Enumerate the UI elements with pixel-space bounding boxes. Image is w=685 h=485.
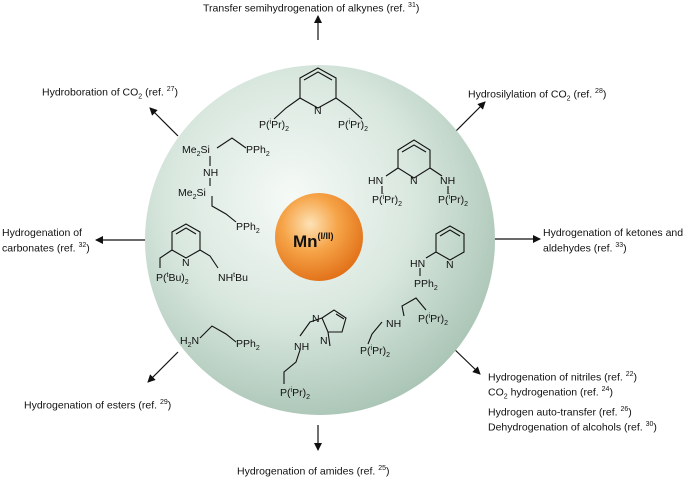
pyr-right-pph2: PPh2 [414, 278, 438, 292]
imid-nh: NH [294, 341, 309, 353]
label-auto-transfer: Hydrogen auto-transfer (ref. 26) [488, 406, 632, 419]
amine-pph2: PPh2 [236, 338, 260, 352]
ligand-pnp-pyridine-top [273, 67, 363, 120]
ligand-aminophosphine [199, 325, 237, 343]
label-upper-right: Hydrosilylation of CO2 (ref. 28) [468, 88, 607, 103]
label-top: Transfer semihydrogenation of alkynes (r… [203, 2, 420, 15]
label-co2-hydrogenation: CO2 hydrogenation (ref. 24) [488, 386, 613, 401]
silyl-pph2-bottom: PPh2 [236, 221, 260, 235]
ligand-pyridine-right [419, 225, 465, 276]
ligand-pnp-top-n: N [314, 105, 322, 117]
ligand-pnp-top-p-right: P(iPr)2 [338, 119, 368, 133]
silyl-me2si-bottom: Me2Si [178, 187, 206, 201]
label-bottom: Hydrogenation of amides (ref. 25) [237, 465, 390, 478]
silyl-nh: NH [203, 167, 218, 179]
label-nitriles: Hydrogenation of nitriles (ref. 22) [488, 371, 638, 384]
pnnp-p-left: P(iPr)2 [372, 194, 402, 208]
imid-p: P(iPr)2 [280, 387, 310, 401]
manganese-core [275, 193, 363, 281]
imid-n-bottom: N [320, 335, 328, 347]
pyr-left-n: N [182, 257, 190, 269]
arrow-upper-left [149, 107, 179, 137]
ligand-silyl-amide [209, 137, 247, 223]
ligand-pnp-aliphatic [367, 297, 427, 345]
ligand-imidazole [283, 309, 347, 384]
ligand-pnp-top-p-left: P(iPr)2 [259, 119, 289, 133]
silyl-me2si-top: Me2Si [182, 144, 210, 158]
pnp-ch-nh: NH [386, 318, 401, 330]
pyr-right-n: N [446, 259, 454, 271]
arrow-upper-right [454, 101, 486, 133]
pnnp-p-right: P(iPr)2 [438, 194, 468, 208]
ligand-pnnp-pyridine [381, 139, 449, 194]
metal-label: Mn(I/II) [293, 231, 334, 251]
pyr-right-hn: HN [410, 258, 425, 270]
label-left: Hydrogenation of carbonates (ref. 32) [2, 227, 90, 254]
pnnp-hn: HN [368, 175, 383, 187]
pnp-ch-p-right: P(iPr)2 [418, 313, 448, 327]
pnp-ch-p-left: P(iPr)2 [360, 345, 390, 359]
silyl-pph2-top: PPh2 [246, 144, 270, 158]
label-dehydrogenation: Dehydrogenation of alcohols (ref. 30) [488, 421, 657, 434]
label-right: Hydrogenation of ketones and aldehydes (… [543, 227, 684, 254]
pyr-left-p: P(tBu)2 [156, 272, 189, 286]
pyr-left-nh: NHtBu [218, 272, 248, 284]
label-lower-right: Hydrogenation of nitriles (ref. 22) CO2 … [488, 369, 657, 434]
imid-n-top: N [312, 313, 320, 325]
pnnp-n: N [410, 175, 418, 187]
arrow-lower-left [147, 351, 179, 383]
pnnp-nh: NH [440, 175, 455, 187]
label-upper-left: Hydroboration of CO2 (ref. 27) [42, 86, 179, 101]
amine-h2n: H2N [180, 335, 199, 349]
label-lower-left: Hydrogenation of esters (ref. 29) [24, 399, 172, 412]
ligand-pyridine-left [159, 223, 219, 269]
